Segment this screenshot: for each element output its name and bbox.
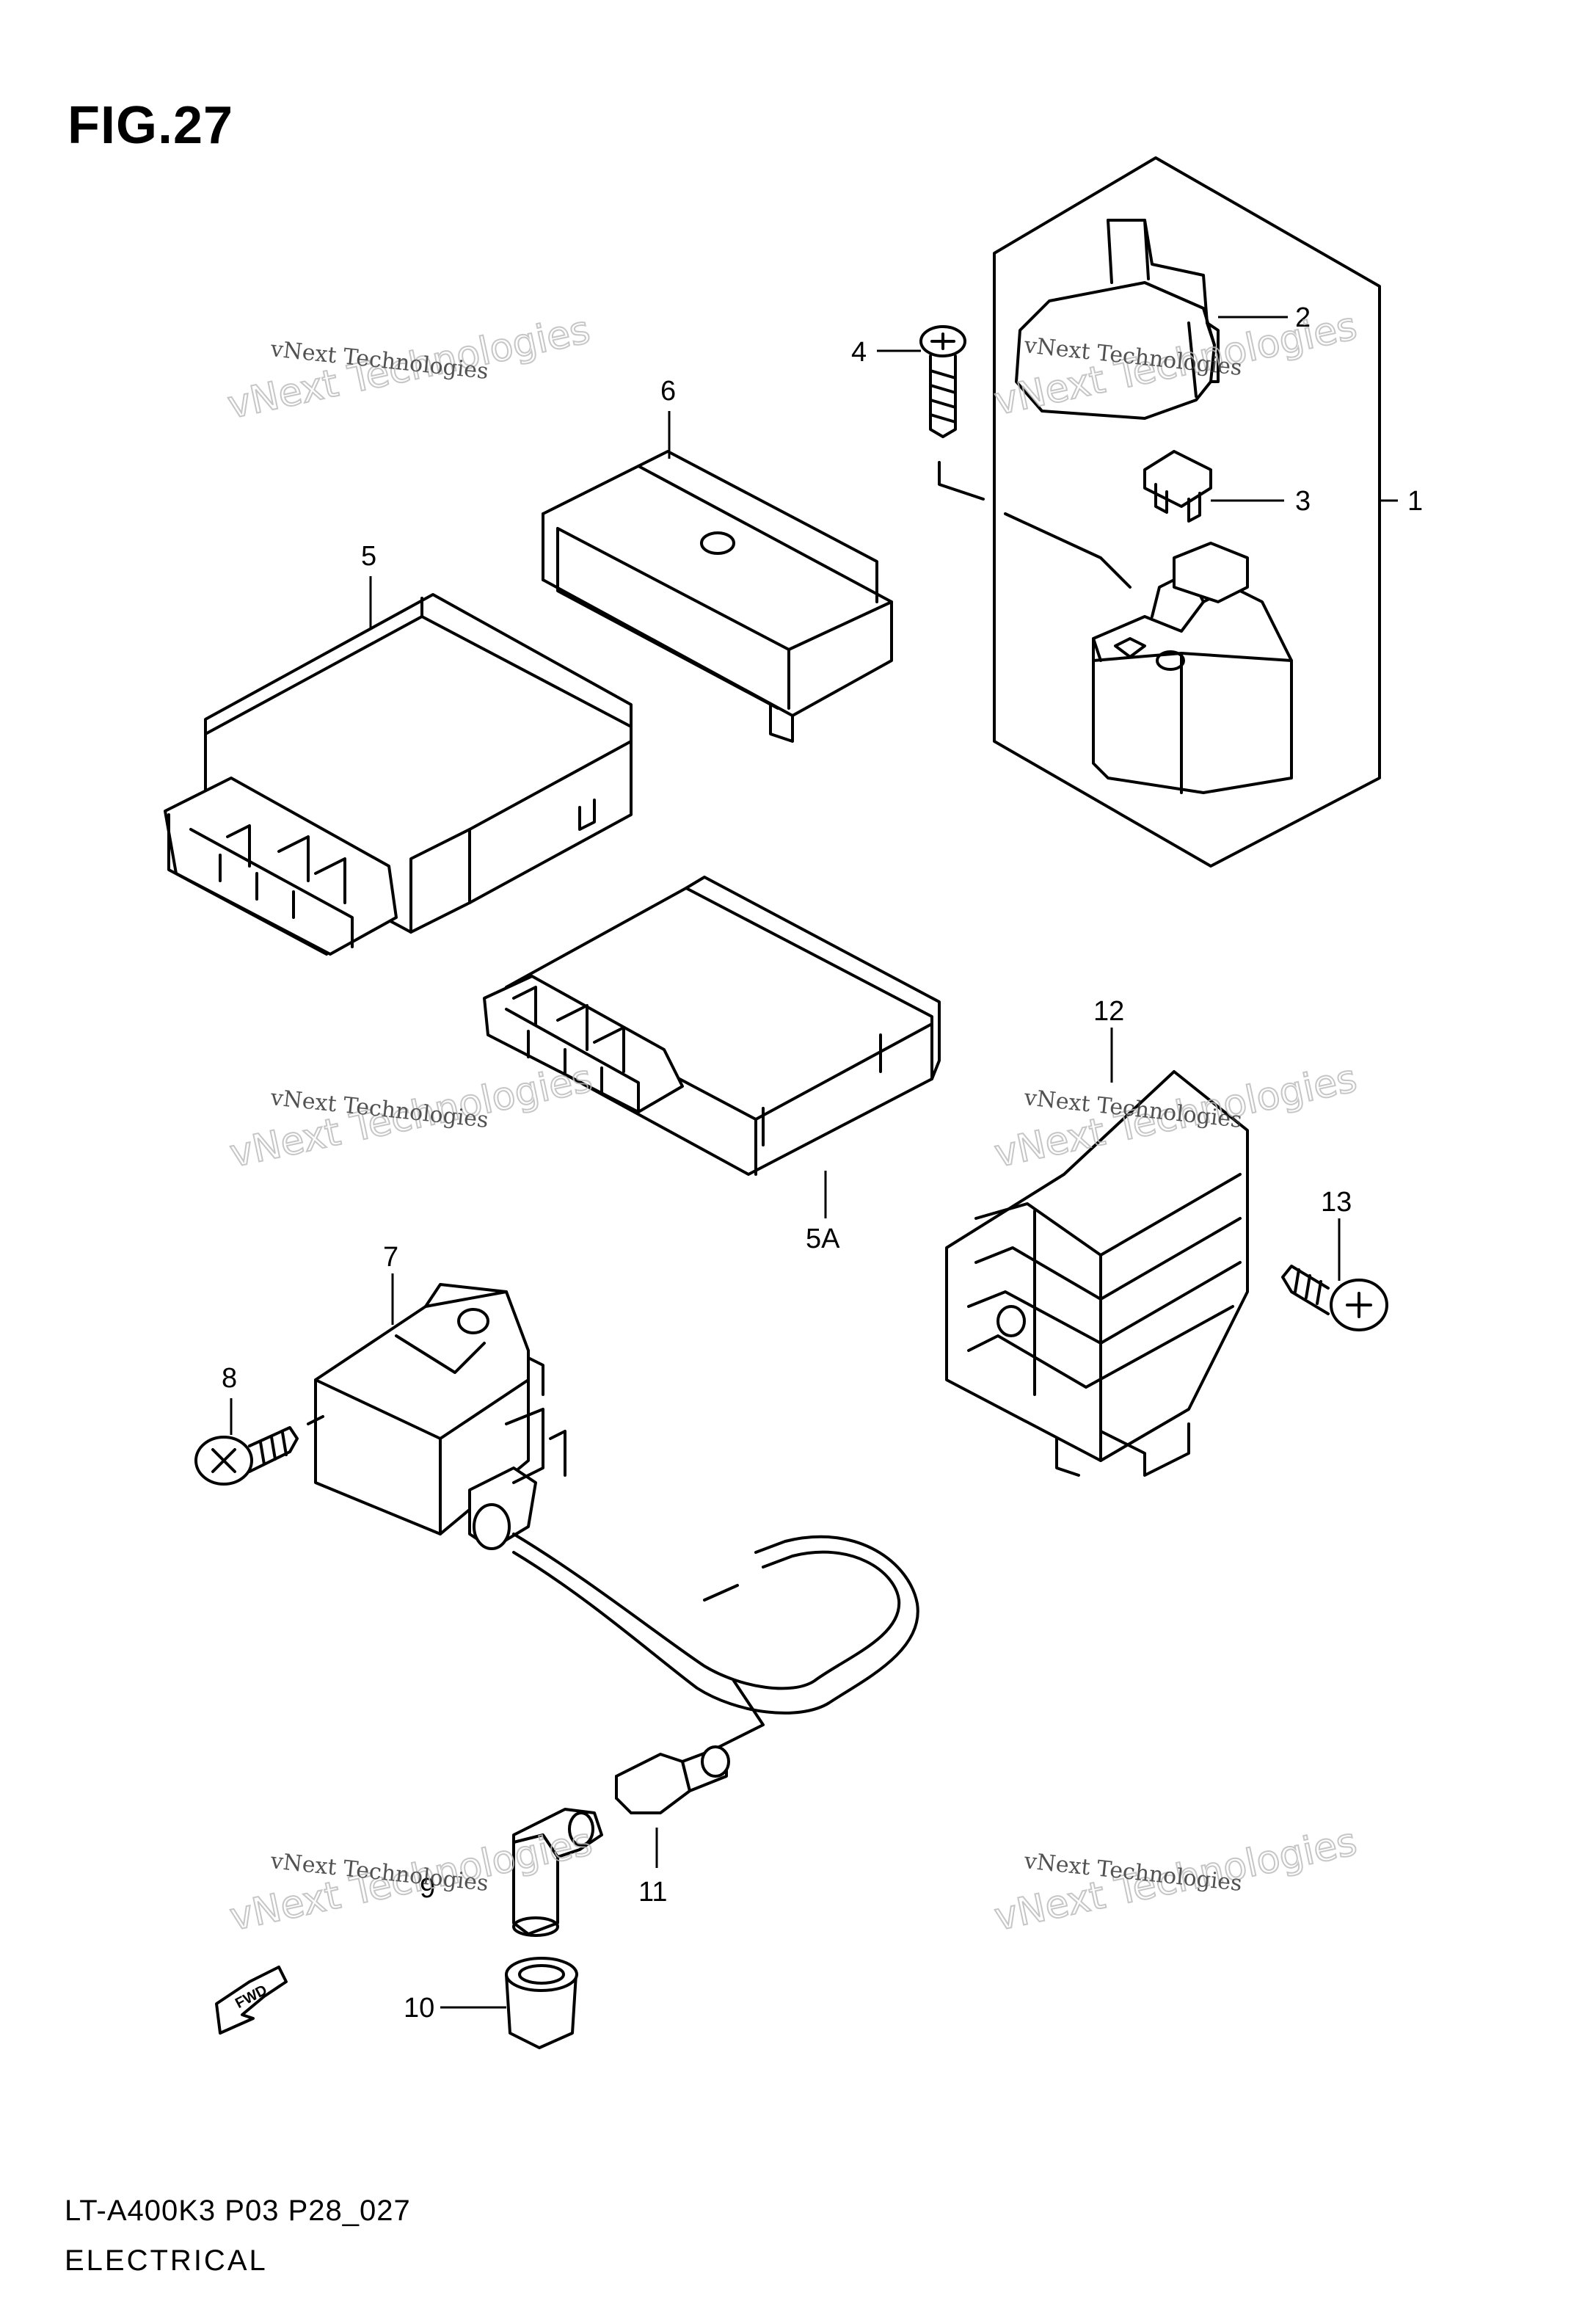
part-6-igniter-cover bbox=[542, 450, 893, 743]
callout-4: 4 bbox=[851, 337, 867, 368]
figure-code: LT-A400K3 P03 P28_027 bbox=[65, 2195, 411, 2227]
callout-5: 5 bbox=[361, 541, 376, 572]
callout-11: 11 bbox=[638, 1877, 667, 1908]
callout-7: 7 bbox=[383, 1242, 398, 1273]
watermark-bottom-right: vNext Technologies vNext Technologies bbox=[990, 1820, 1361, 1941]
callout-8: 8 bbox=[222, 1363, 237, 1394]
part-5A-ignitor-unit bbox=[483, 876, 941, 1176]
part-2-relay-cover bbox=[1015, 219, 1220, 420]
part-group-1-frame bbox=[993, 156, 1381, 868]
section-title: ELECTRICAL bbox=[65, 2244, 268, 2277]
figure-title: FIG.27 bbox=[68, 96, 234, 155]
part-10-noise-suppressor-cap bbox=[505, 1957, 578, 2049]
callout-10: 10 bbox=[404, 1993, 434, 2024]
watermark-top-left: vNext Technologies vNext Technologies bbox=[223, 308, 594, 429]
callout-13: 13 bbox=[1321, 1187, 1352, 1218]
part-3-fuse bbox=[1143, 450, 1212, 523]
part-5-ignitor-unit bbox=[164, 593, 633, 956]
part-11-cable-end bbox=[615, 1745, 730, 1814]
callout-1: 1 bbox=[1407, 486, 1423, 517]
part-12-regulator-rectifier bbox=[945, 1070, 1249, 1477]
callout-2: 2 bbox=[1295, 302, 1311, 333]
callout-9: 9 bbox=[420, 1873, 435, 1904]
callout-numbers: 1 2 3 4 5 5A 6 7 8 9 10 11 12 13 bbox=[222, 302, 1423, 2024]
forward-direction-arrow: FWD bbox=[215, 1966, 288, 2035]
callout-3: 3 bbox=[1295, 486, 1311, 517]
part-9-spark-plug-cap bbox=[512, 1808, 603, 1937]
part-4-screw bbox=[919, 325, 966, 438]
callout-5A: 5A bbox=[806, 1224, 840, 1254]
callout-leaders bbox=[230, 316, 1398, 2009]
part-13-bolt bbox=[1281, 1265, 1388, 1331]
callout-6: 6 bbox=[660, 376, 676, 407]
ignition-cable bbox=[473, 1503, 919, 1748]
part-1-starter-relay-body bbox=[1092, 542, 1293, 794]
callout-12: 12 bbox=[1093, 996, 1124, 1027]
part-7-ignition-coil bbox=[314, 1283, 566, 1550]
watermark-middle-left: vNext Technologies vNext Technologies bbox=[225, 1056, 597, 1177]
part-8-bolt bbox=[194, 1415, 324, 1486]
